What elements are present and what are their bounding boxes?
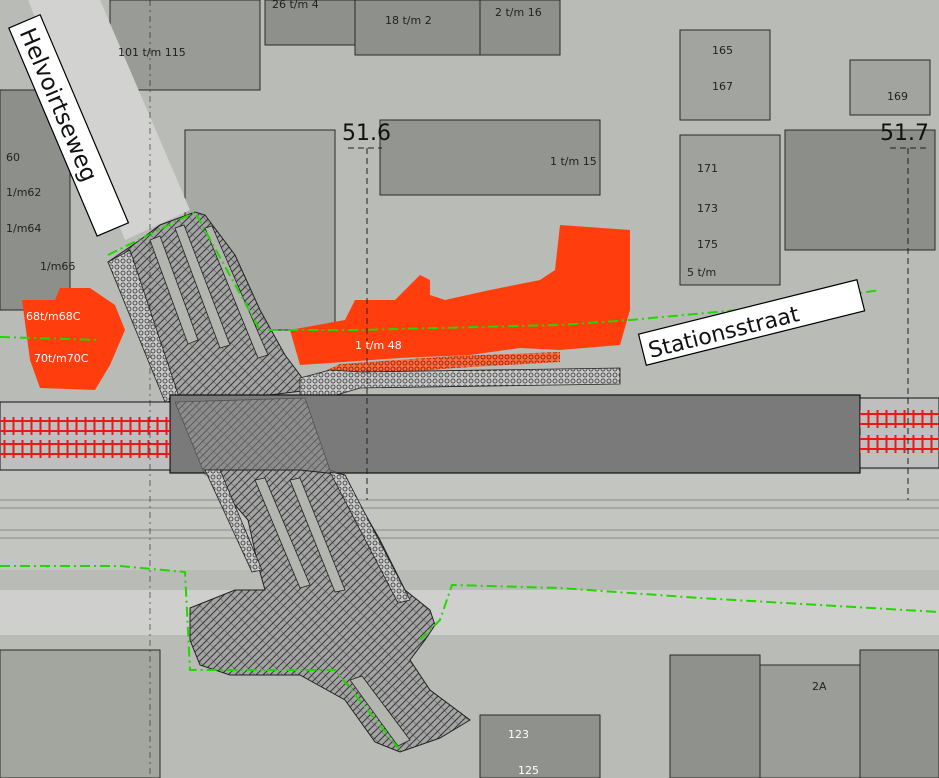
hn-169: 169 <box>887 90 908 103</box>
hn-175: 175 <box>697 238 718 251</box>
buildings-north <box>109 0 936 331</box>
hn-60: 60 <box>6 151 20 164</box>
rail-edge-left <box>0 401 171 471</box>
km-marker-51-6: 51.6 <box>342 121 391 146</box>
hn-2a: 2A <box>812 680 827 693</box>
hn-173: 173 <box>697 202 718 215</box>
hn-1-m62: 1/m62 <box>6 186 41 199</box>
km-reference-lines <box>149 0 926 778</box>
rail-edge-right <box>859 397 939 469</box>
hn-68-68c: 68t/m68C <box>26 310 81 323</box>
red-cobble-strip <box>310 352 560 392</box>
hn-70-70c: 70t/m70C <box>34 352 89 365</box>
km-marker-51-7: 51.7 <box>880 121 929 146</box>
hn-1-m66: 1/m66 <box>40 260 75 273</box>
cobble-edge-south <box>204 469 263 573</box>
rail-tracks <box>0 410 939 458</box>
hn-26: 26 t/m 4 <box>272 0 319 11</box>
house-number-labels: 101 t/m 115 26 t/m 4 18 t/m 2 2 t/m 16 1… <box>6 0 908 777</box>
hn-123: 123 <box>508 728 529 741</box>
hn-18-2: 18 t/m 2 <box>385 14 432 27</box>
plan-boundary <box>0 210 939 751</box>
hn-1-48: 1 t/m 48 <box>355 339 402 352</box>
paving-under-bridge <box>174 397 346 476</box>
hn-1-m64: 1/m64 <box>6 222 41 235</box>
south-road <box>0 590 939 635</box>
hn-1-15: 1 t/m 15 <box>550 155 597 168</box>
hn-5-t: 5 t/m <box>687 266 716 279</box>
railway-zone <box>0 470 939 570</box>
hn-167: 167 <box>712 80 733 93</box>
cobble-edge-south-2 <box>329 471 411 604</box>
hn-125: 125 <box>518 764 539 777</box>
hn-165: 165 <box>712 44 733 57</box>
hn-101-115: 101 t/m 115 <box>118 46 186 59</box>
red-building-west <box>22 288 125 390</box>
hn-171: 171 <box>697 162 718 175</box>
hn-2-16: 2 t/m 16 <box>495 6 542 19</box>
paving-islands <box>149 224 269 359</box>
paving-islands-south <box>254 477 411 747</box>
buildings-south <box>0 649 939 778</box>
